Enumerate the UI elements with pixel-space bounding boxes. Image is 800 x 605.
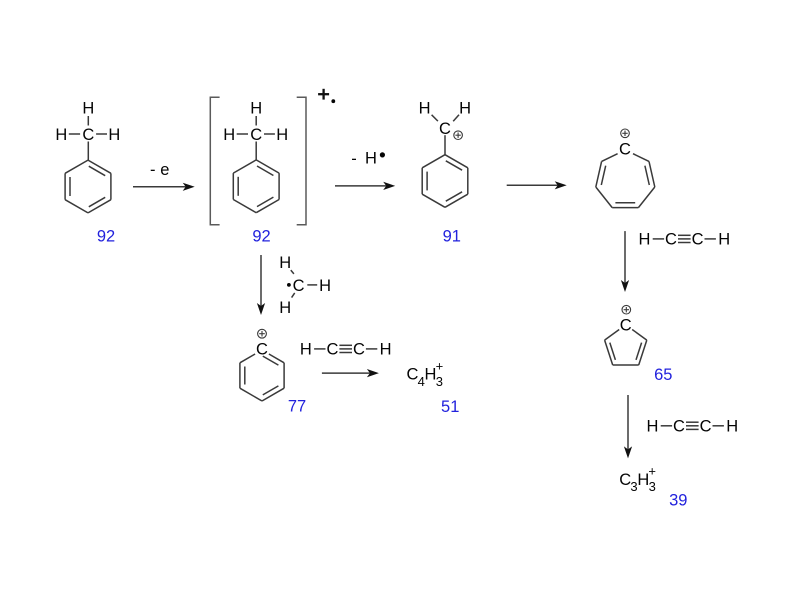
svg-text:92: 92: [97, 228, 115, 246]
svg-text:92: 92: [252, 228, 270, 246]
svg-text:C: C: [619, 141, 631, 159]
svg-text:C: C: [692, 231, 704, 249]
svg-text:H: H: [279, 299, 291, 317]
svg-text:H: H: [459, 100, 471, 118]
svg-text:C: C: [82, 126, 94, 144]
svg-text:H: H: [300, 341, 312, 359]
svg-text:H: H: [637, 471, 649, 489]
svg-text:C: C: [700, 418, 712, 436]
svg-text:H: H: [82, 100, 94, 118]
svg-text:H: H: [319, 277, 331, 295]
svg-text:H: H: [276, 126, 288, 144]
svg-text:C: C: [619, 471, 631, 489]
svg-text:H: H: [380, 341, 392, 359]
svg-text:+: +: [436, 358, 444, 373]
svg-text:C: C: [620, 316, 632, 334]
svg-text:e: e: [160, 161, 169, 179]
svg-text:+: +: [648, 464, 656, 479]
svg-text:H: H: [223, 126, 235, 144]
svg-text:H: H: [726, 418, 738, 436]
svg-text:C: C: [353, 341, 365, 359]
svg-text:77: 77: [288, 398, 306, 416]
svg-text:H: H: [250, 100, 262, 118]
svg-text:H: H: [419, 100, 431, 118]
svg-text:39: 39: [669, 491, 687, 509]
svg-text:H: H: [646, 418, 658, 436]
svg-text:C: C: [665, 231, 677, 249]
svg-text:C: C: [256, 341, 268, 359]
svg-text:H: H: [279, 254, 291, 272]
svg-text:H: H: [425, 366, 437, 384]
svg-text:H: H: [718, 231, 730, 249]
svg-text:3: 3: [630, 479, 637, 494]
svg-text:C: C: [673, 418, 685, 436]
svg-text:H: H: [55, 126, 67, 144]
svg-text:C: C: [293, 277, 305, 295]
svg-text:H: H: [365, 149, 377, 167]
svg-text:C: C: [250, 126, 262, 144]
svg-text:H: H: [108, 126, 120, 144]
svg-text:C: C: [326, 341, 338, 359]
svg-text:C: C: [439, 120, 451, 138]
svg-text:-: -: [150, 161, 156, 179]
svg-text:3: 3: [649, 479, 656, 494]
svg-text:3: 3: [436, 374, 443, 389]
svg-text:4: 4: [418, 374, 425, 389]
svg-text:51: 51: [441, 398, 459, 416]
svg-text:65: 65: [654, 366, 672, 384]
svg-text:-: -: [351, 150, 357, 168]
svg-text:H: H: [638, 231, 650, 249]
svg-text:C: C: [406, 366, 418, 384]
svg-text:91: 91: [443, 228, 461, 246]
